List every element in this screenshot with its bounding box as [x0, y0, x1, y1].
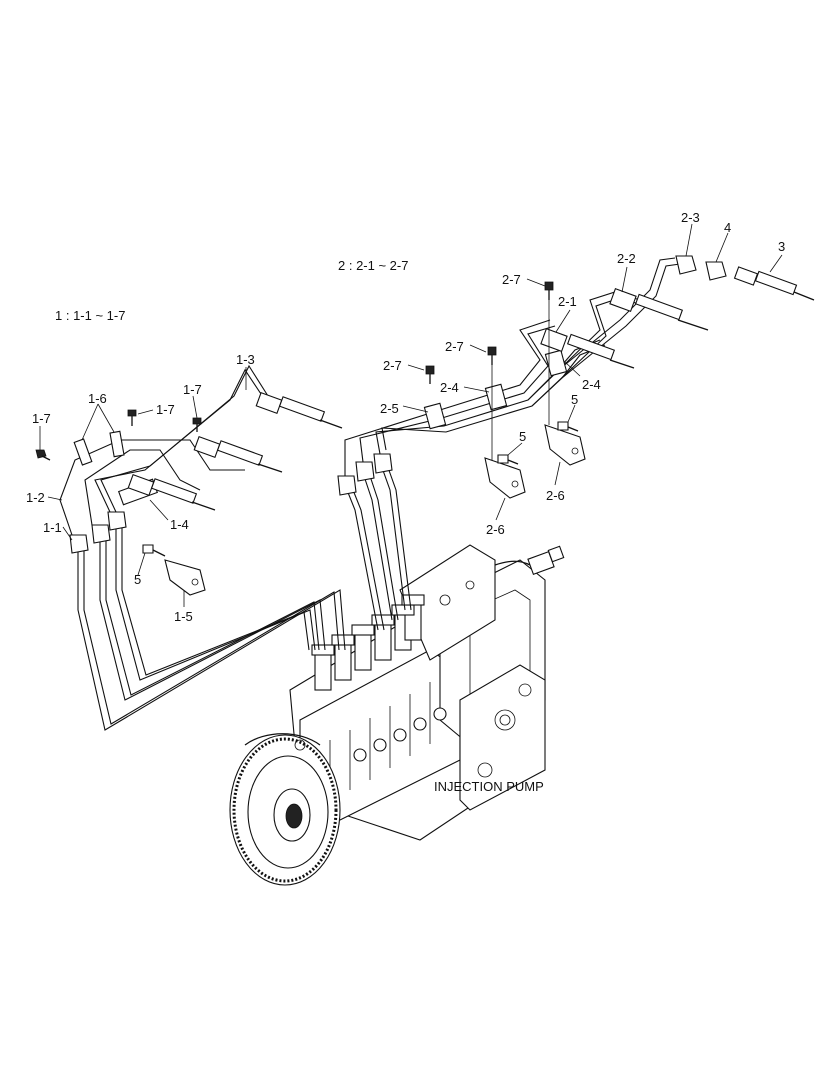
nut-2-3 — [675, 255, 697, 275]
bolt-5-a — [142, 544, 166, 557]
pipe-group-2 — [337, 255, 815, 631]
callout-2-2: 2-2 — [617, 251, 636, 266]
bolt-2-7-a — [544, 281, 554, 300]
callout-2-5: 2-5 — [380, 401, 399, 416]
callout-2-7-a: 2-7 — [502, 272, 521, 287]
drive-gear — [229, 733, 341, 886]
group-2-note: 2 : 2-1 ~ 2-7 — [338, 258, 408, 273]
sleeve-4 — [705, 261, 727, 281]
callout-1-1: 1-1 — [43, 520, 62, 535]
injector-2-1 — [540, 328, 635, 369]
callout-2-7-c: 2-7 — [383, 358, 402, 373]
callout-2-4-b: 2-4 — [582, 377, 601, 392]
callout-5-c: 5 — [571, 392, 578, 407]
nozzle-3 — [733, 266, 815, 301]
callout-2-4-a: 2-4 — [440, 380, 459, 395]
callout-1-7-a: 1-7 — [32, 411, 51, 426]
injector-2-2 — [609, 288, 709, 331]
pipe-group-1 — [35, 364, 346, 731]
callout-1-5: 1-5 — [174, 609, 193, 624]
bolt-2-7-c — [425, 365, 435, 384]
callout-1-4: 1-4 — [170, 517, 189, 532]
callout-5-b: 5 — [519, 429, 526, 444]
callout-3: 3 — [778, 239, 785, 254]
callout-4: 4 — [724, 220, 731, 235]
callout-1-3: 1-3 — [236, 352, 255, 367]
callout-1-7-b: 1-7 — [156, 402, 175, 417]
callout-1-6: 1-6 — [88, 391, 107, 406]
bolt-5-c — [557, 421, 579, 432]
bolt-2-7-b — [487, 346, 497, 365]
injector-1-3 — [255, 391, 343, 429]
callout-5-a: 5 — [134, 572, 141, 587]
bolt-1-7-b — [127, 409, 137, 426]
callout-2-7-b: 2-7 — [445, 339, 464, 354]
injector-1-b — [193, 435, 283, 473]
injection-pump — [289, 544, 565, 841]
injector-1-c — [127, 473, 216, 511]
callout-1-2: 1-2 — [26, 490, 45, 505]
bolt-5-b — [497, 454, 519, 465]
callout-2-3: 2-3 — [681, 210, 700, 225]
leader-lines — [39, 223, 783, 607]
injection-pump-label: INJECTION PUMP — [434, 779, 544, 794]
callout-2-6-a: 2-6 — [546, 488, 565, 503]
bolt-1-7-a — [35, 449, 51, 461]
group-1-note: 1 : 1-1 ~ 1-7 — [55, 308, 125, 323]
callout-2-1: 2-1 — [558, 294, 577, 309]
callout-2-6-b: 2-6 — [486, 522, 505, 537]
callout-labels: 1 : 1-1 ~ 1-7 2 : 2-1 ~ 2-7 1-6 1-7 1-7 … — [26, 210, 785, 794]
callout-1-7-c: 1-7 — [183, 382, 202, 397]
bolt-1-7-c — [192, 417, 202, 432]
